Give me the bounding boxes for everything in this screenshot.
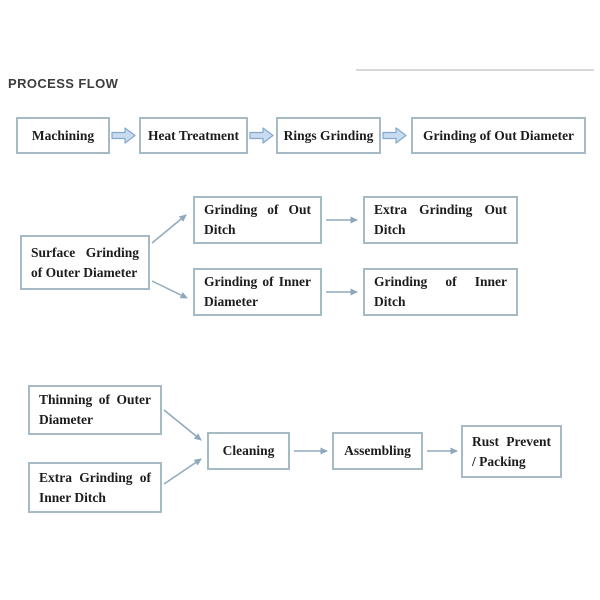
box-rings-grinding: Rings Grinding — [276, 117, 381, 154]
box-rust-prevent-packing-line1: Rust Prevent — [472, 433, 551, 449]
box-grinding-out-ditch: Grinding of Out Ditch — [193, 196, 322, 244]
box-grinding-inner-ditch-line2: Ditch — [374, 294, 406, 309]
box-grinding-inner-diameter: Grinding of Inner Diameter — [193, 268, 322, 316]
arrow-thinning-to-cleaning-icon — [163, 409, 202, 441]
box-extra-grinding-out-ditch-line1: Extra Grinding Out — [374, 202, 507, 217]
box-machining-label: Machining — [31, 127, 95, 143]
box-heat-treatment-label: Heat Treatment — [147, 127, 240, 143]
box-grinding-out-diameter-label: Grinding of Out Diameter — [422, 127, 575, 143]
box-grinding-out-diameter: Grinding of Out Diameter — [411, 117, 586, 154]
box-extra-grinding-inner-ditch-line2: Inner Ditch — [39, 489, 106, 505]
box-thinning-outer-diameter-line1: Thinning of Outer — [39, 392, 151, 407]
box-rust-prevent-packing: Rust Prevent / Packing — [461, 425, 562, 478]
box-assembling-label: Assembling — [344, 443, 411, 458]
arrow-surface-to-out-ditch-icon — [151, 214, 187, 244]
box-grinding-inner-ditch-line1: Grinding of Inner — [374, 274, 507, 289]
box-surface-grinding-line2: of Outer Diameter — [31, 264, 138, 280]
box-grinding-inner-ditch: Grinding of Inner Ditch — [363, 268, 518, 316]
box-extra-grinding-inner-ditch: Extra Grinding of Inner Ditch — [28, 462, 162, 513]
block-arrow-heat-treatment-to-rings-grinding-icon — [249, 127, 274, 144]
box-surface-grinding-outer-diameter: Surface Grinding of Outer Diameter — [20, 235, 150, 290]
top-divider-line — [356, 69, 594, 71]
box-grinding-inner-diameter-line1: Grinding of Inner — [204, 274, 311, 289]
box-heat-treatment: Heat Treatment — [139, 117, 248, 154]
box-extra-grinding-out-ditch: Extra Grinding Out Ditch — [363, 196, 518, 244]
box-cleaning-label: Cleaning — [222, 443, 275, 458]
page-title: PROCESS FLOW — [8, 76, 119, 91]
box-machining: Machining — [16, 117, 110, 154]
box-rust-prevent-packing-line2: / Packing — [472, 453, 526, 469]
box-grinding-out-ditch-line2: Ditch — [204, 222, 236, 237]
box-extra-grinding-out-ditch-line2: Ditch — [374, 222, 406, 237]
box-thinning-outer-diameter: Thinning of Outer Diameter — [28, 385, 162, 435]
block-arrow-rings-grinding-to-out-diameter-icon — [382, 127, 407, 144]
box-extra-grinding-inner-ditch-line1: Extra Grinding of — [39, 469, 151, 485]
box-grinding-inner-diameter-line2: Diameter — [204, 294, 258, 309]
box-assembling: Assembling — [332, 432, 423, 470]
box-thinning-outer-diameter-line2: Diameter — [39, 412, 93, 427]
box-surface-grinding-line1: Surface Grinding — [31, 244, 139, 260]
box-rings-grinding-label: Rings Grinding — [283, 127, 374, 143]
arrow-extra-inner-ditch-to-cleaning-icon — [163, 458, 202, 485]
block-arrow-machining-to-heat-treatment-icon — [111, 127, 136, 144]
box-cleaning: Cleaning — [207, 432, 290, 470]
box-grinding-out-ditch-line1: Grinding of Out — [204, 202, 311, 217]
arrow-surface-to-inner-diameter-icon — [151, 280, 188, 299]
